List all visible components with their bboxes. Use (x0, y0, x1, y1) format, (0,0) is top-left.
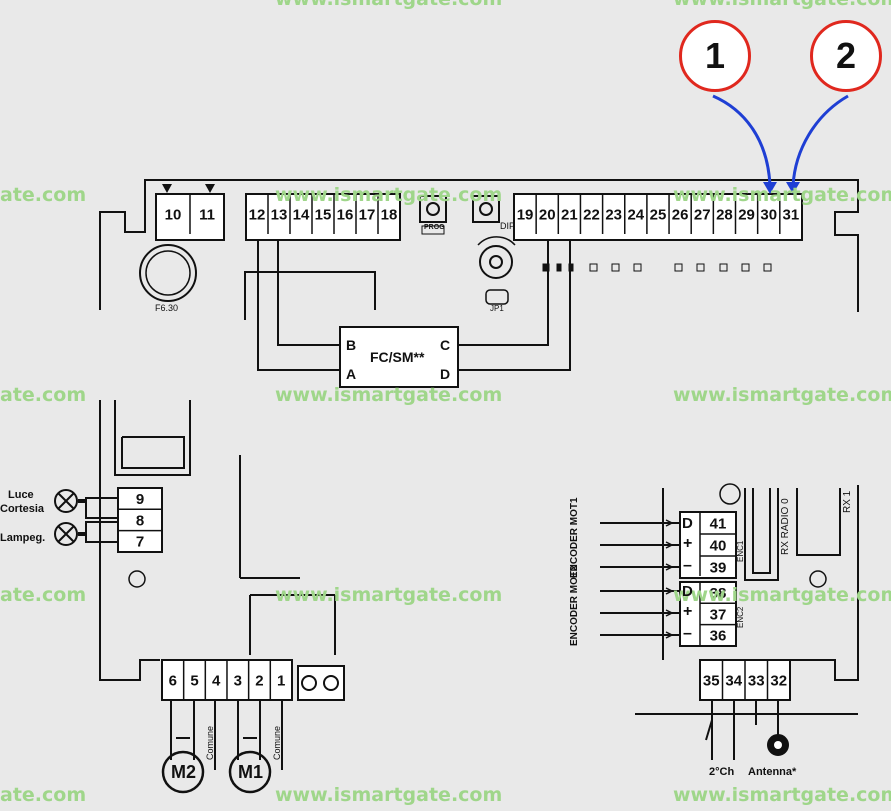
watermark-row4-mid: www.ismartgate.com (275, 784, 503, 806)
terminal-41: 41 (710, 515, 727, 532)
terminal-15: 15 (315, 206, 332, 223)
enc2-label: ENC2 (736, 606, 745, 628)
terminal-26: 26 (672, 206, 689, 223)
terminal-7: 7 (136, 534, 144, 551)
jp1-label: JP1 (490, 304, 504, 313)
watermark-row3-right: www.ismartgate.com (673, 584, 891, 606)
fuse-label: F6.30 (155, 303, 179, 313)
terminal-9: 9 (136, 491, 144, 508)
watermark-row2-mid: www.ismartgate.com (275, 384, 503, 406)
terminal-20: 20 (539, 206, 556, 223)
rx-label: RX 1 (842, 490, 853, 513)
motor-m2-label: M2 (171, 762, 197, 782)
enc1-pin-plus: + (683, 535, 693, 552)
terminal-32: 32 (770, 672, 787, 689)
watermark-row2-left: ate.com (0, 384, 87, 406)
terminal-35: 35 (703, 672, 720, 689)
terminal-31: 31 (783, 206, 800, 223)
terminal-6: 6 (169, 672, 177, 689)
watermark-row1-right: www.ismartgate.com (673, 184, 891, 206)
terminal-39: 39 (710, 559, 727, 576)
terminal-38: 38 (710, 585, 727, 602)
terminal-2: 2 (255, 672, 263, 689)
fc-sm-pin-c: C (440, 337, 451, 353)
terminal-18: 18 (381, 206, 398, 223)
terminal-11: 11 (199, 206, 215, 223)
luce-label: Luce (8, 489, 34, 501)
terminal-33: 33 (748, 672, 765, 689)
terminal-29: 29 (738, 206, 755, 223)
dip-label: DIP (500, 221, 516, 231)
terminal-40: 40 (710, 537, 727, 554)
terminal-37: 37 (710, 606, 727, 623)
terminal-13: 13 (271, 206, 288, 223)
terminal-19: 19 (517, 206, 534, 223)
terminal-10: 10 (165, 206, 182, 223)
comune-label-m2: Comune (205, 725, 215, 760)
enc2-pin-d: D (682, 583, 693, 600)
terminal-3: 3 (234, 672, 242, 689)
watermark-row2-right: www.ismartgate.com (673, 384, 891, 406)
terminal-34: 34 (725, 672, 742, 689)
terminal-22: 22 (583, 206, 600, 223)
terminal-17: 17 (359, 206, 376, 223)
board-outline-top (99, 179, 859, 312)
rx-radio-label: RX RADIO 0 (780, 498, 791, 555)
watermark-row1-mid: www.ismartgate.com (275, 184, 503, 206)
watermark-top-right: www.ismartgate.com (673, 0, 891, 10)
watermark-row3-mid: www.ismartgate.com (275, 584, 503, 606)
terminal-1: 1 (277, 672, 285, 689)
cortesia-label: Cortesia (0, 503, 45, 515)
fc-sm-pin-a: A (346, 366, 357, 382)
terminal-5: 5 (190, 672, 198, 689)
enc1-pin-minus: – (683, 557, 692, 574)
prog-label: PROG (424, 224, 445, 231)
watermark-row4-right: www.ismartgate.com (673, 784, 891, 806)
encoder-mot2-label: ENCODER MOT2 (569, 565, 580, 646)
enc1-pin-d: D (682, 515, 693, 532)
fc-sm-label: FC/SM** (370, 349, 425, 365)
terminal-14: 14 (293, 206, 310, 223)
enc2-pin-minus: – (683, 625, 692, 642)
board-outline-right (790, 485, 859, 681)
motor-m1-label: M1 (238, 762, 264, 782)
terminal-16: 16 (337, 206, 354, 223)
enc2-pin-plus: + (683, 603, 693, 620)
board-outline-left (99, 400, 160, 681)
comune-label-m1: Comune (272, 725, 282, 760)
terminal-30: 30 (760, 206, 777, 223)
callout-1: 1 (679, 20, 751, 92)
terminal-8: 8 (136, 512, 144, 529)
fc-sm-pin-d: D (440, 366, 451, 382)
lampeg-label: Lampeg. (0, 532, 46, 544)
terminal-25: 25 (650, 206, 667, 223)
watermark-row1-left: ate.com (0, 184, 87, 206)
terminal-23: 23 (605, 206, 622, 223)
enc1-label: ENC1 (736, 540, 745, 562)
antenna-label: Antenna* (748, 766, 797, 778)
terminal-27: 27 (694, 206, 711, 223)
watermark-row3-left: ate.com (0, 584, 87, 606)
callout-2: 2 (810, 20, 882, 92)
terminal-4: 4 (212, 672, 221, 689)
terminal-36: 36 (710, 628, 727, 645)
terminal-28: 28 (716, 206, 733, 223)
terminal-21: 21 (561, 206, 578, 223)
watermark-top-left: www.ismartgate.com (275, 0, 502, 10)
ch2-label: 2°Ch (709, 766, 735, 778)
terminal-24: 24 (627, 206, 644, 223)
fc-sm-pin-b: B (346, 337, 357, 353)
watermark-row4-left: ate.com (0, 784, 87, 806)
terminal-12: 12 (249, 206, 266, 223)
